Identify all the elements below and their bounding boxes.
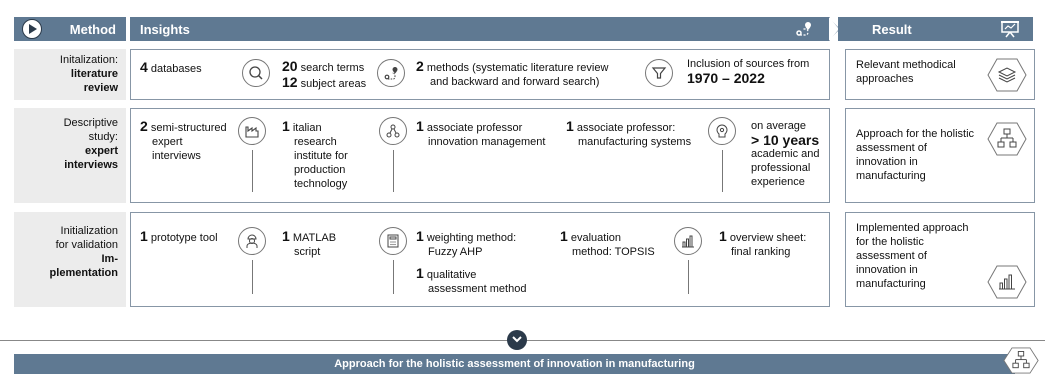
methods-item: 2 methods (systematic literature review … [416, 58, 609, 88]
filter-icon [645, 59, 673, 87]
experience-item: on average > 10 years academic and profe… [751, 120, 820, 188]
divider-line [252, 260, 253, 294]
layers-icon [987, 58, 1027, 92]
worker-icon [238, 227, 266, 255]
divider-line [688, 260, 689, 294]
result-header: Result [838, 17, 1033, 41]
footer-banner: Approach for the holistic assessment of … [14, 354, 1015, 374]
professor-manufacturing-item: 1 associate professor: manufacturing sys… [566, 118, 692, 148]
search-terms-item: 20 search terms 12 subject areas [282, 58, 367, 90]
play-icon [22, 19, 42, 39]
qualitative-method-item: 1 qualitative assessment method [416, 265, 527, 295]
hierarchy-icon [987, 122, 1027, 156]
overview-sheet-item: 1 overview sheet: final ranking [719, 228, 807, 258]
presentation-icon [1001, 21, 1019, 38]
row-label-literature-review: Initalization: literature review [14, 49, 126, 100]
row-label-implementation: Initialization for validation Im- plemen… [14, 212, 126, 307]
calculator-icon [379, 227, 407, 255]
route-icon [796, 22, 811, 36]
databases-item: 4 databases [140, 59, 202, 75]
prototype-tool-item: 1 prototype tool [140, 228, 218, 244]
factory-icon [238, 117, 266, 145]
bar-chart-icon [987, 265, 1027, 299]
route-icon [377, 59, 405, 87]
row-label-expert-interviews: Descriptive study: expert interviews [14, 108, 126, 203]
weighting-method-item: 1 weighting method: Fuzzy AHP [416, 228, 517, 258]
inclusion-item: Inclusion of sources from 1970 – 2022 [687, 58, 810, 86]
research-institute-item: 1 italian research institute for product… [282, 118, 348, 190]
bar-chart-icon [674, 227, 702, 255]
semi-structured-item: 2 semi-structured expert interviews [140, 118, 227, 162]
search-icon [242, 59, 270, 87]
matlab-script-item: 1 MATLAB script [282, 228, 337, 258]
network-icon [379, 117, 407, 145]
hierarchy-icon [1003, 347, 1039, 374]
divider-line [722, 150, 723, 192]
divider-line [393, 260, 394, 294]
evaluation-method-item: 1 evaluation method: TOPSIS [560, 228, 655, 258]
professor-innovation-item: 1 associate professor innovation managem… [416, 118, 546, 148]
lightbulb-head-icon [708, 117, 736, 145]
chevron-down-icon [507, 330, 527, 350]
insights-header: Insights [130, 17, 830, 41]
divider-line [252, 150, 253, 192]
divider-line [393, 150, 394, 192]
